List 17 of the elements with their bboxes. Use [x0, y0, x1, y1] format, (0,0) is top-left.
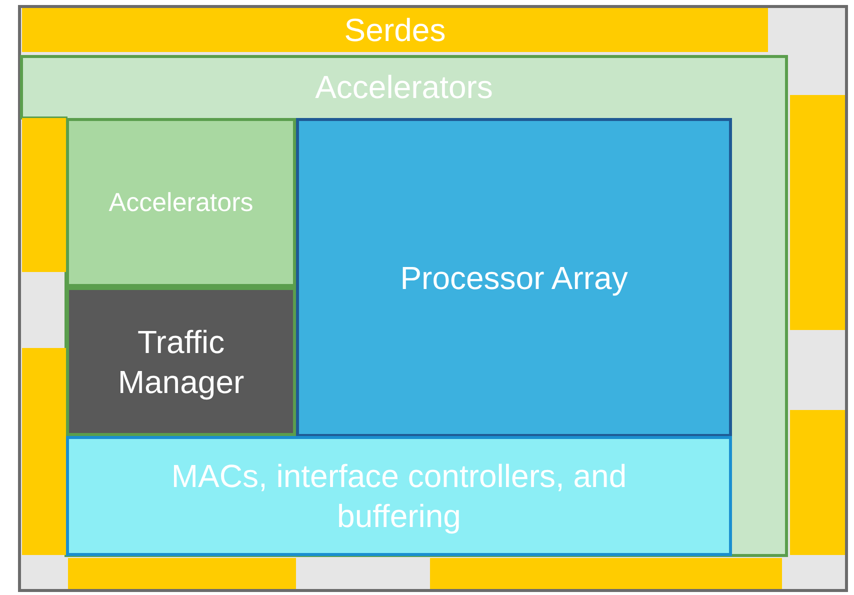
traffic-manager-block: [66, 287, 296, 436]
block-label: Traffic Manager: [116, 322, 246, 402]
processor-array-block: [296, 118, 732, 437]
macs-block: [66, 436, 732, 556]
accelerators-frame: [20, 55, 788, 557]
block-label: Serdes: [344, 11, 446, 50]
serdes-block: [430, 558, 782, 589]
block-label: Accelerators: [108, 186, 254, 219]
block-label: MACs, interface controllers, and buffering: [170, 457, 628, 536]
serdes-block: [22, 348, 66, 555]
serdes-block: [790, 410, 845, 555]
block-label: Processor Array: [400, 258, 628, 298]
serdes-block: [790, 95, 845, 330]
accelerators-block: [66, 118, 296, 287]
serdes-block: [22, 118, 66, 272]
serdes-bar: [22, 8, 768, 52]
serdes-block: [68, 558, 296, 589]
